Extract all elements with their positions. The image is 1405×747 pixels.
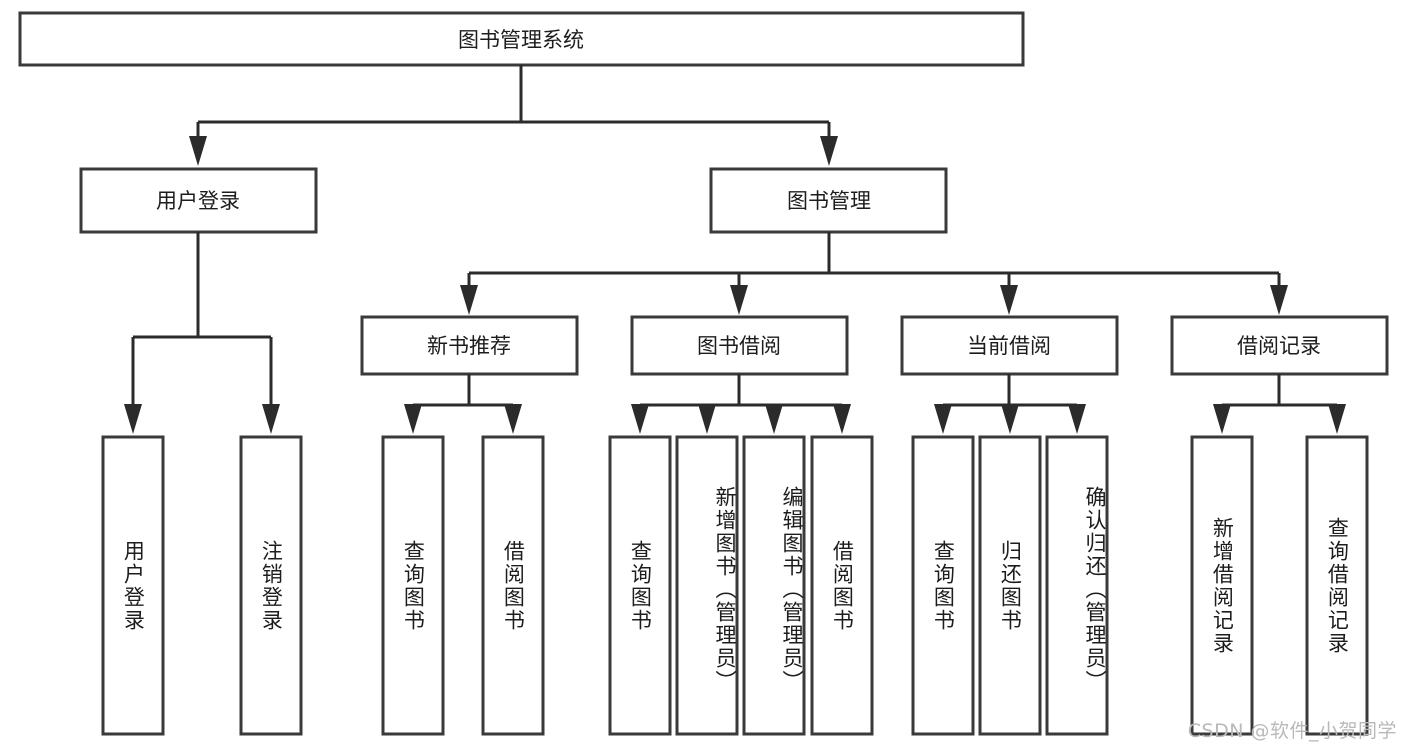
book-management-label: 图书管理 [787,189,871,213]
leaf-box-query-book-cb[interactable] [911,435,975,736]
arrow-to-leaf-query-book-cb [934,404,952,434]
leaf-box-add-record[interactable] [1190,435,1254,736]
node-new-book-recommend[interactable]: 新书推荐 [360,315,579,376]
node-book-management[interactable]: 图书管理 [709,167,948,234]
arrow-to-leaf-return-book [1001,404,1019,434]
leaf-box-borrow-book-bb[interactable] [810,435,874,736]
new-book-recommend-label: 新书推荐 [427,334,511,358]
csdn-watermark: CSDN @软件_小贺同学 [1187,720,1397,742]
leaf-box-logout[interactable] [239,435,303,736]
current-borrow-label: 当前借阅 [967,334,1051,358]
user-login-label: 用户登录 [156,189,240,213]
arrow-to-leaf-logout [262,404,280,434]
arrow-to-leaf-user-login [124,404,142,434]
arrow-to-leaf-add-record [1213,404,1231,434]
leaf-box-add-book[interactable] [675,435,739,736]
arrow-to-book-borrow [730,285,748,315]
root-box[interactable] [18,11,1025,67]
leaf-box-return-book[interactable] [978,435,1042,736]
borrow-record-box[interactable] [1170,315,1389,376]
arrow-to-leaf-edit-book [765,404,783,434]
arrow-to-user-login [189,136,207,166]
borrow-record-label: 借阅记录 [1237,334,1321,358]
root-label: 图书管理系统 [458,28,584,52]
node-user-login[interactable]: 用户登录 [79,167,318,234]
arrow-to-leaf-query-book-bb [631,404,649,434]
leaf-box-borrow-book-nb[interactable] [481,435,545,736]
current-borrow-box[interactable] [900,315,1119,376]
arrow-to-borrow-record [1270,285,1288,315]
node-borrow-record[interactable]: 借阅记录 [1170,315,1389,376]
node-book-borrow[interactable]: 图书借阅 [630,315,849,376]
new-book-recommend-box[interactable] [360,315,579,376]
node-current-borrow[interactable]: 当前借阅 [900,315,1119,376]
leaf-box-query-book-nb[interactable] [381,435,445,736]
arrow-to-book-mgmt [820,136,838,166]
book-borrow-label: 图书借阅 [697,334,781,358]
leaf-box-edit-book[interactable] [742,435,806,736]
arrow-to-current-borrow [1000,285,1018,315]
arrow-to-leaf-add-book [698,404,716,434]
arrow-to-leaf-query-record [1328,404,1346,434]
book-management-box[interactable] [709,167,948,234]
leaf-box-query-book-bb[interactable] [608,435,672,736]
arrow-to-leaf-borrow-book-nb [504,404,522,434]
arrow-to-new-book-rec [460,285,478,315]
arrow-to-leaf-confirm-return [1068,404,1086,434]
leaf-box-confirm-return[interactable] [1045,435,1109,736]
leaf-box-query-record[interactable] [1305,435,1369,736]
node-root[interactable]: 图书管理系统 [18,11,1025,67]
leaf-box-user-login[interactable] [101,435,165,736]
arrow-to-leaf-query-book-nb [404,404,422,434]
arrow-to-leaf-borrow-book-bb [833,404,851,434]
book-borrow-box[interactable] [630,315,849,376]
